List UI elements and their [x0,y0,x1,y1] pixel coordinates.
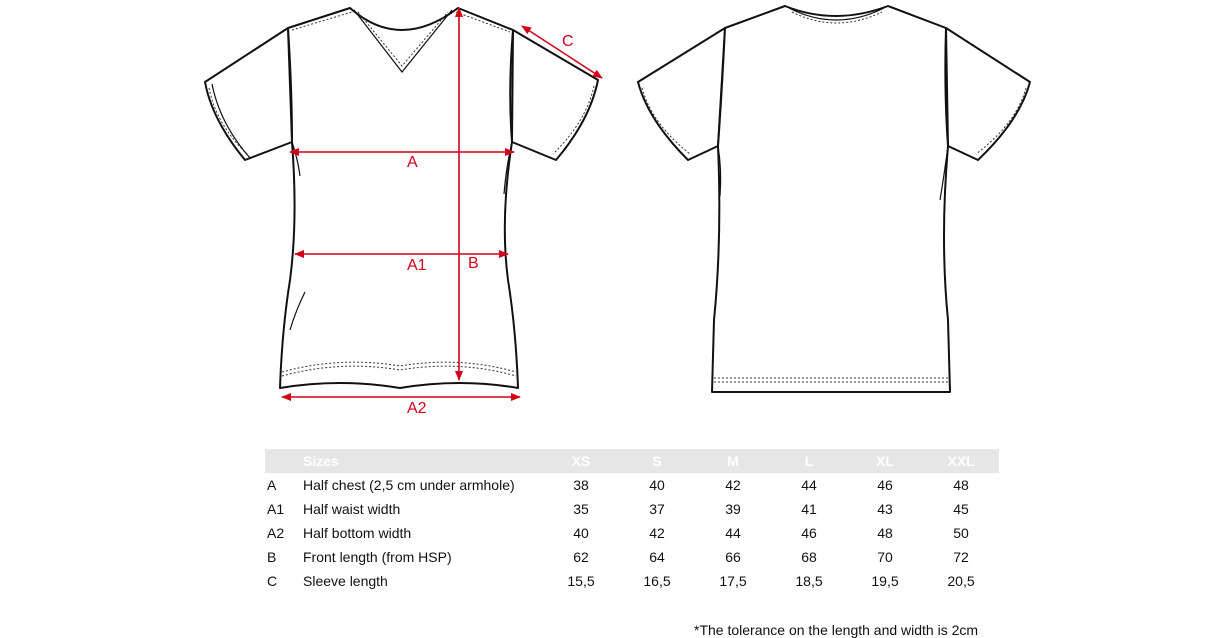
cell-value: 48 [953,477,969,493]
front-body [279,7,519,389]
cell-value: 39 [725,501,741,517]
size-diagram: A A1 B A2 C [204,5,1031,417]
cell-value: 66 [725,549,741,565]
cell-value: 44 [801,477,817,493]
cell-value: 50 [953,525,969,541]
row-label: Half waist width [303,501,401,517]
cell-value: 43 [877,501,893,517]
row-label: Half bottom width [303,525,412,541]
size-header-s: S [619,449,695,473]
back-tshirt-drawing [637,5,1031,393]
cell-value: 16,5 [643,573,671,589]
back-left-sleeve [637,27,726,161]
front-v-neck [353,9,453,73]
row-code: A1 [267,501,285,517]
cell-value: 17,5 [719,573,747,589]
row-code: B [267,549,277,565]
cell-value: 62 [573,549,589,565]
cell-value: 38 [573,477,589,493]
row-code: C [267,573,278,589]
cell-value: 64 [649,549,665,565]
measure-label-a2: A2 [407,400,427,417]
size-header-xs: XS [543,449,619,473]
cell-value: 46 [877,477,893,493]
row-label: Front length (from HSP) [303,549,452,565]
cell-value: 37 [649,501,665,517]
size-header-xl: XL [847,449,923,473]
size-table: Sizes XS S M L XL XXL A Half chest (2,5 … [265,449,999,593]
measure-line-c [521,25,603,79]
cell-value: 40 [649,477,665,493]
front-right-sleeve [511,29,599,161]
cell-value: 19,5 [871,573,899,589]
cell-value: 40 [573,525,589,541]
cell-value: 15,5 [567,573,595,589]
measure-label-c: C [562,33,574,50]
table-row: B Front length (from HSP) 62 64 66 68 70… [265,545,999,569]
sizes-header: Sizes [265,449,543,473]
front-left-sleeve [204,27,293,161]
table-row: A Half chest (2,5 cm under armhole) 38 4… [265,473,999,497]
back-body [711,5,951,393]
size-header-l: L [771,449,847,473]
cell-value: 48 [877,525,893,541]
measure-label-b: B [468,255,479,272]
measurement-lines: A A1 B A2 C [281,7,603,417]
row-code: A2 [267,525,285,541]
cell-value: 42 [725,477,741,493]
row-label: Half chest (2,5 cm under armhole) [303,477,515,493]
cell-value: 70 [877,549,893,565]
cell-value: 72 [953,549,969,565]
row-label: Sleeve length [303,573,388,589]
cell-value: 41 [801,501,817,517]
size-header-xxl: XXL [923,449,999,473]
table-row: C Sleeve length 15,5 16,5 17,5 18,5 19,5… [265,569,999,593]
size-table-header: Sizes XS S M L XL XXL [265,449,999,473]
size-header-m: M [695,449,771,473]
tolerance-note: *The tolerance on the length and width i… [694,622,979,638]
cell-value: 46 [801,525,817,541]
back-collar [788,7,885,21]
cell-value: 18,5 [795,573,823,589]
table-row: A2 Half bottom width 40 42 44 46 48 50 [265,521,999,545]
back-right-sleeve [945,27,1031,161]
cell-value: 45 [953,501,969,517]
row-code: A [267,477,277,493]
front-tshirt-drawing [204,7,599,389]
cell-value: 42 [649,525,665,541]
cell-value: 68 [801,549,817,565]
table-row: A1 Half waist width 35 37 39 41 43 45 [265,497,999,521]
cell-value: 35 [573,501,589,517]
measure-label-a: A [407,154,418,171]
cell-value: 44 [725,525,741,541]
cell-value: 20,5 [947,573,975,589]
measure-label-a1: A1 [407,257,427,274]
